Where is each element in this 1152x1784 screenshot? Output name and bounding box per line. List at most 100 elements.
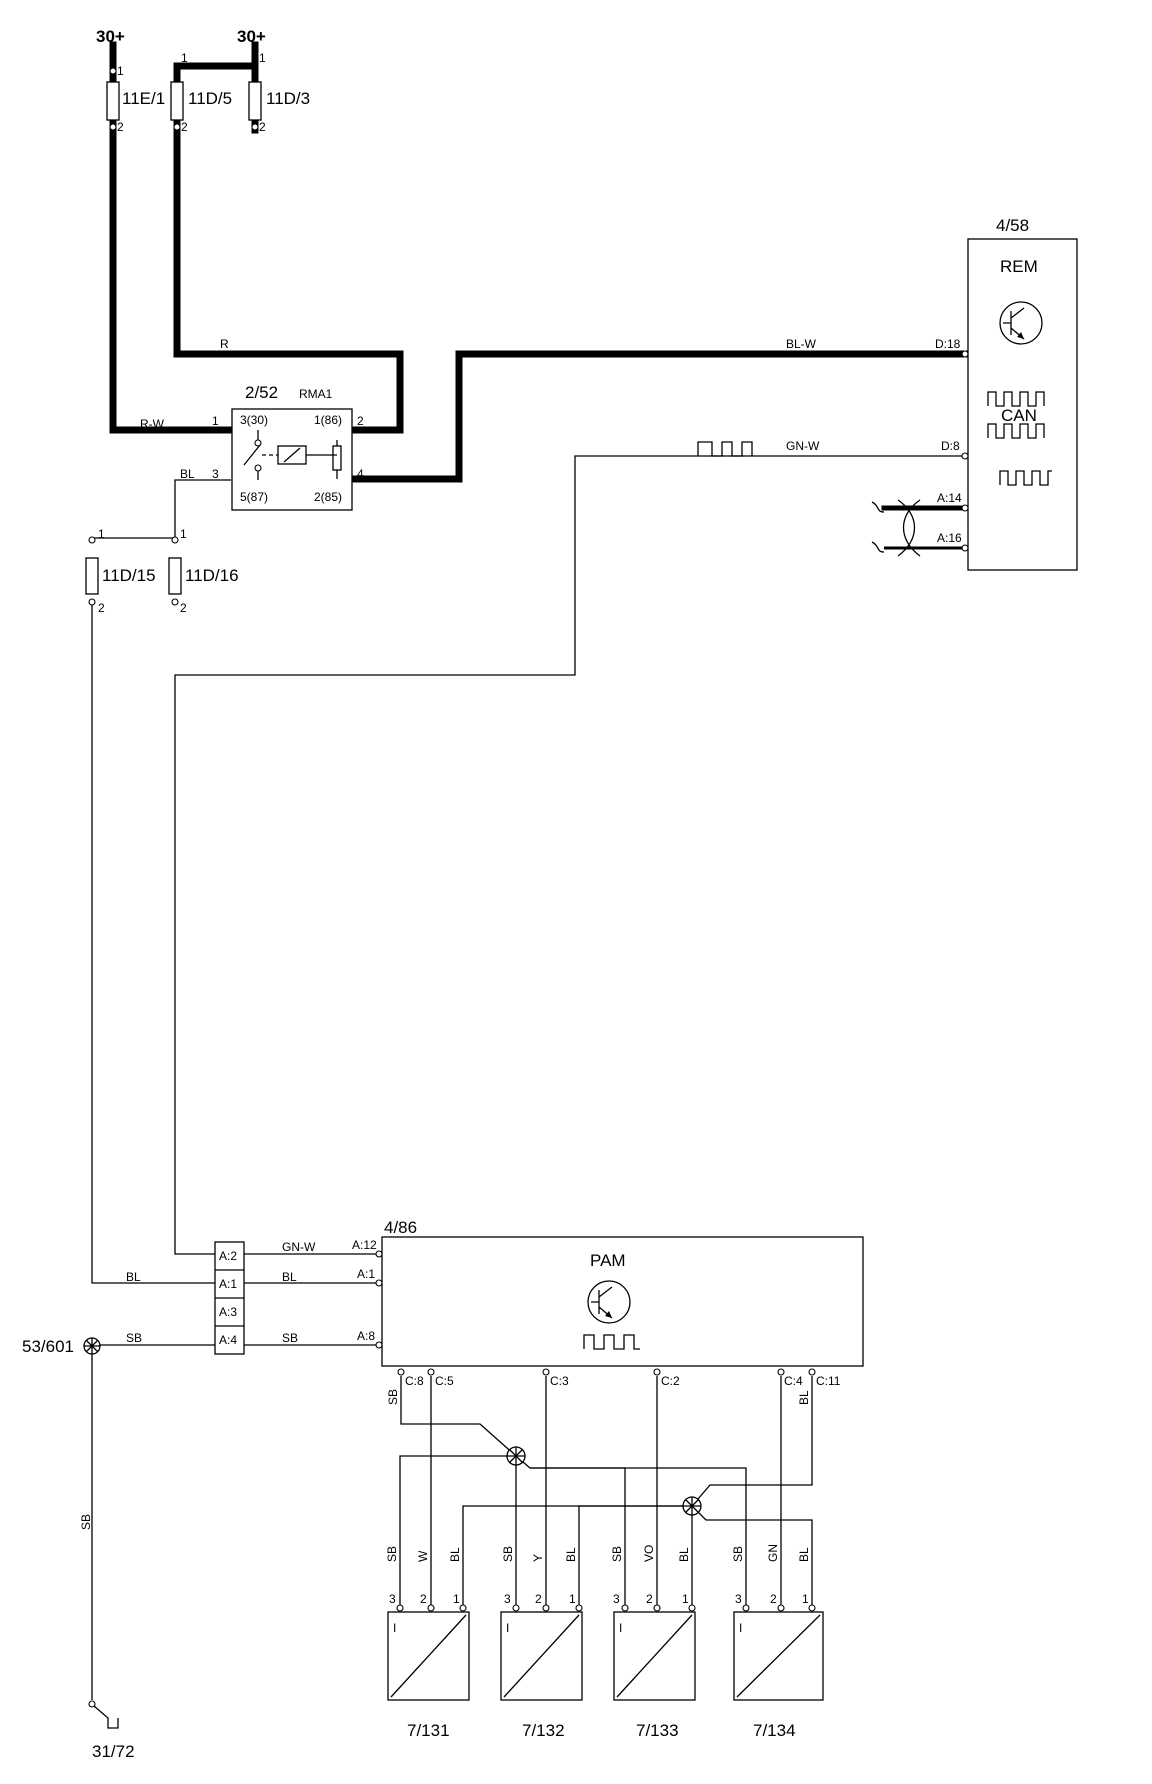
transistor-icon [587, 1280, 631, 1324]
sensor-7-131-w3: SB [385, 1546, 399, 1562]
signal-icon [999, 470, 1052, 486]
sensor-7-134-w2: GN [766, 1544, 780, 1562]
fuse-11d3-pin2: 2 [259, 120, 266, 134]
relay-pin-30: 3(30) [240, 413, 268, 427]
fuse-11d15-pin1: 1 [98, 527, 105, 541]
transistor-icon [999, 301, 1043, 345]
pam-pin-a8: A:8 [357, 1329, 375, 1343]
fuse-11e1-pin1: 1 [117, 64, 124, 78]
connector-a3: A:3 [219, 1305, 237, 1319]
pam-id: 4/86 [384, 1218, 417, 1237]
rem-module: 4/58 REM CAN D:18 D:8 A:14 A:16 [935, 216, 1078, 571]
wire-label-sb-c8: SB [386, 1389, 400, 1405]
wire-label-r: R [220, 337, 229, 351]
wire-label-bl-relay: BL [180, 467, 195, 481]
signal-icon [583, 1334, 640, 1350]
wire-label-bl-mid: BL [282, 1270, 297, 1284]
sensor-7-134-w3: SB [731, 1546, 745, 1562]
thin-wires [91, 455, 971, 1700]
fuse-11d5-pin1: 1 [181, 51, 188, 65]
pam-pin-c2: C:2 [661, 1374, 680, 1388]
relay-id: 2/52 [245, 383, 278, 402]
rem-id: 4/58 [996, 216, 1029, 235]
relay-resistor-icon [332, 445, 342, 471]
sensor-7-132-label: 7/132 [522, 1721, 565, 1740]
sensor-7-131-p2: 2 [420, 1592, 427, 1606]
wire-labels: R R-W BL-W GN-W BL BL GN-W BL SB SB SB S… [79, 337, 820, 1530]
fuse-11d3-label: 11D/3 [266, 89, 310, 108]
fuse-11e1-label: 11E/1 [122, 89, 165, 108]
wire-label-sb-left: SB [126, 1331, 142, 1345]
fuse-11d5-pin2: 2 [181, 120, 188, 134]
fuse-11e1: 1 2 11E/1 [106, 64, 165, 134]
splice-bl [682, 1496, 702, 1516]
relay-ext-pin-1: 1 [212, 414, 219, 428]
sensor-7-131-p1: 1 [453, 1592, 460, 1606]
sensor-7-131: I 3 2 1 SB W BL 7/131 [385, 1546, 470, 1740]
pam-name: PAM [590, 1251, 626, 1270]
rem-pin-d18: D:18 [935, 337, 961, 351]
fuse-11d15-label: 11D/15 [102, 566, 156, 585]
sensor-7-134: I 3 2 1 SB GN BL 7/134 [731, 1544, 824, 1740]
sensor-7-133-mark: I [619, 1621, 622, 1635]
fuse-11d5: 1 2 11D/5 [170, 51, 232, 134]
thick-wires [109, 41, 972, 483]
fuse-11d15-pin2: 2 [98, 601, 105, 615]
ground-31-72: 31/72 [88, 1700, 135, 1761]
wire-label-gn-w: GN-W [786, 439, 820, 453]
sensor-7-132-p1: 1 [569, 1592, 576, 1606]
sensor-7-134-mark: I [739, 1621, 742, 1635]
fuse-11d15: 1 2 11D/15 [85, 527, 156, 615]
splice-53-601: 53/601 [22, 1337, 101, 1356]
pam-module: 4/86 PAM A:12 A:1 A:8 C:8 C:5 C:3 C:2 C:… [352, 1218, 864, 1388]
fuse-11d16-pin2: 2 [180, 601, 187, 615]
ground-label: 31/72 [92, 1742, 135, 1761]
wire-label-bl-c11: BL [797, 1390, 811, 1405]
sensor-7-131-label: 7/131 [407, 1721, 450, 1740]
relay-ext-pin-3: 3 [212, 467, 219, 481]
rem-pin-a16: A:16 [937, 531, 962, 545]
wire-label-gn-w2: GN-W [282, 1240, 316, 1254]
rem-can-label: CAN [1001, 406, 1037, 425]
fuse-11d3: 1 2 11D/3 [248, 51, 310, 134]
connector-a2: A:2 [219, 1249, 237, 1263]
sensor-7-134-p3: 3 [735, 1592, 742, 1606]
sensor-7-133: I 3 2 1 SB VO BL 7/133 [610, 1545, 696, 1740]
wire-label-sb-vertical: SB [79, 1514, 93, 1530]
relay-switch-contact [243, 444, 261, 466]
relay-pin-86: 1(86) [314, 413, 342, 427]
fuse-11d16-label: 11D/16 [185, 566, 239, 585]
rem-name: REM [1000, 257, 1038, 276]
sensor-7-133-w3: SB [610, 1546, 624, 1562]
signal-icon [987, 423, 1045, 439]
sensor-7-132-w3: SB [501, 1546, 515, 1562]
wire-label-bl-left: BL [126, 1270, 141, 1284]
sensor-7-134-w1: BL [797, 1547, 811, 1562]
pam-pin-a12: A:12 [352, 1238, 377, 1252]
supply-30-left: 30+ [96, 27, 125, 46]
wire-label-r-w: R-W [140, 417, 165, 431]
signal-icon [987, 391, 1045, 407]
rem-pin-d8: D:8 [941, 439, 960, 453]
sensor-7-133-p2: 2 [646, 1592, 653, 1606]
connector-a: A:2 A:1 A:3 A:4 [214, 1241, 245, 1355]
relay-ext-pin-4: 4 [357, 467, 364, 481]
sensor-7-134-p2: 2 [770, 1592, 777, 1606]
relay-pin-87: 5(87) [240, 490, 268, 504]
sensor-7-131-w1: BL [448, 1547, 462, 1562]
supply-30-right: 30+ [237, 27, 266, 46]
fuse-11d5-label: 11D/5 [188, 89, 232, 108]
fuse-11d16: 1 2 11D/16 [168, 527, 239, 615]
connector-a1: A:1 [219, 1277, 237, 1291]
fuse-11d3-pin1: 1 [259, 51, 266, 65]
connector-a4: A:4 [219, 1333, 237, 1347]
fuse-11d16-pin1: 1 [180, 527, 187, 541]
rem-pin-a14: A:14 [937, 491, 962, 505]
sensor-7-131-mark: I [393, 1621, 396, 1635]
sensor-7-132-w1: BL [564, 1547, 578, 1562]
sensor-7-132: I 3 2 1 SB Y BL 7/132 [500, 1546, 583, 1740]
sensor-7-131-p3: 3 [389, 1592, 396, 1606]
pam-pin-c5: C:5 [435, 1374, 454, 1388]
relay-2-52: 2/52 RMA1 3(30) 1(86) 5(87) 2(85) 1 2 3 … [212, 383, 364, 511]
